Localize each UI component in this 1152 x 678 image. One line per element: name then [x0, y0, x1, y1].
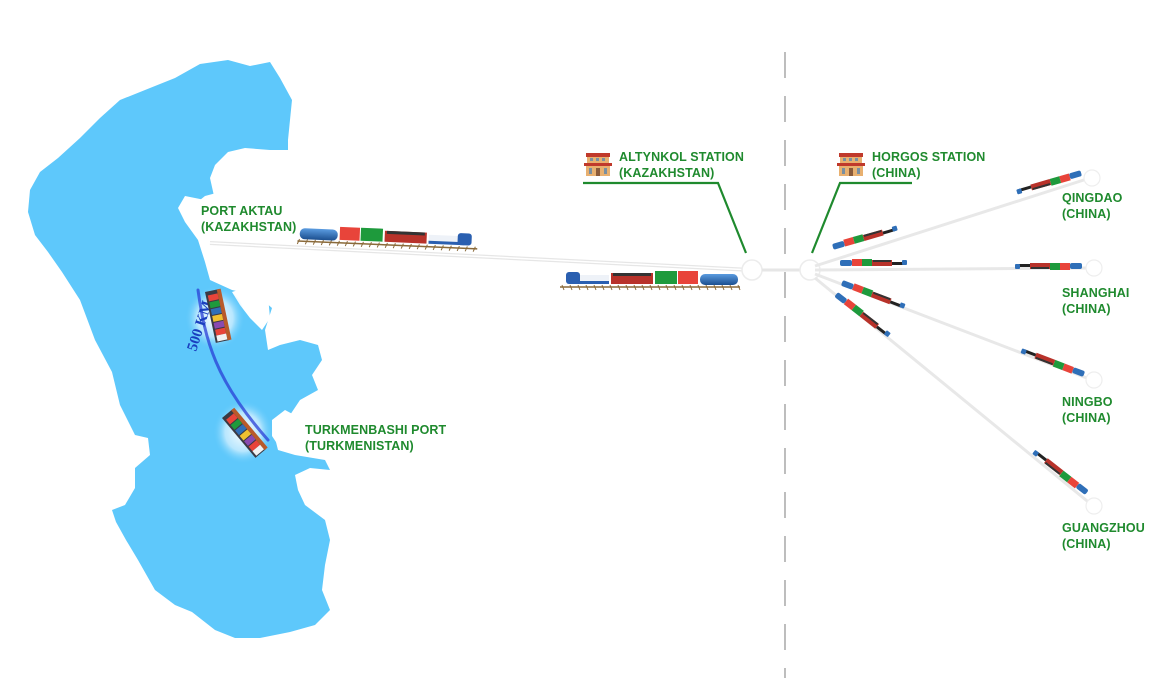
ningbo-node [1085, 371, 1103, 389]
shanghai-node [1085, 259, 1103, 277]
horgos-station-country: (CHINA) [872, 166, 921, 180]
caspian-sea [28, 60, 330, 638]
qingdao-node [1083, 169, 1101, 187]
station-building-icon [584, 153, 612, 176]
altynkol-leader-line [583, 181, 748, 254]
destination-country: (CHINA) [1062, 207, 1111, 221]
destination-qingdao-label: QINGDAO (CHINA) [1062, 190, 1122, 222]
turkmenbashi-port-name: TURKMENBASHI PORT [305, 423, 447, 437]
turkmenbashi-port-label: TURKMENBASHI PORT (TURKMENISTAN) [305, 422, 446, 454]
train-ningbo-inbound [1020, 347, 1086, 378]
altynkol-station-label: ALTYNKOL STATION (KAZAKHSTAN) [619, 149, 744, 181]
guangzhou-node [1085, 497, 1103, 515]
altynkol-node [741, 259, 763, 281]
china-branch-routes [814, 176, 1093, 507]
aktau-coast [190, 188, 300, 248]
horgos-station-name: HORGOS STATION [872, 150, 986, 164]
freight-train-eastbound [559, 270, 741, 291]
destination-country: (CHINA) [1062, 537, 1111, 551]
destination-ningbo-label: NINGBO (CHINA) [1062, 394, 1113, 426]
destination-country: (CHINA) [1062, 302, 1111, 316]
port-aktau-label: PORT AKTAU (KAZAKHSTAN) [201, 203, 296, 235]
bay-inlet [232, 286, 270, 330]
train-guangzhou-inbound [1031, 449, 1089, 496]
horgos-leader-line [810, 181, 912, 254]
destination-name: QINGDAO [1062, 191, 1123, 205]
destination-country: (CHINA) [1062, 411, 1111, 425]
destination-guangzhou-label: GUANGZHOU (CHINA) [1062, 520, 1145, 552]
turkmenbashi-coast [272, 410, 308, 452]
destination-shanghai-label: SHANGHAI (CHINA) [1062, 285, 1129, 317]
sea-route-arc [196, 288, 270, 442]
destination-name: SHANGHAI [1062, 286, 1130, 300]
train-qingdao-outbound [831, 224, 899, 250]
station-building-icon [837, 153, 865, 176]
train-shanghai-outbound [840, 259, 907, 266]
port-aktau-name: PORT AKTAU [201, 204, 283, 218]
port-aktau-country: (KAZAKHSTAN) [201, 220, 297, 234]
turkmenbashi-port-country: (TURKMENISTAN) [305, 439, 414, 453]
altynkol-station-country: (KAZAKHSTAN) [619, 166, 715, 180]
destination-name: NINGBO [1062, 395, 1113, 409]
horgos-station-label: HORGOS STATION (CHINA) [872, 149, 985, 181]
altynkol-station-name: ALTYNKOL STATION [619, 150, 744, 164]
destination-name: GUANGZHOU [1062, 521, 1145, 535]
